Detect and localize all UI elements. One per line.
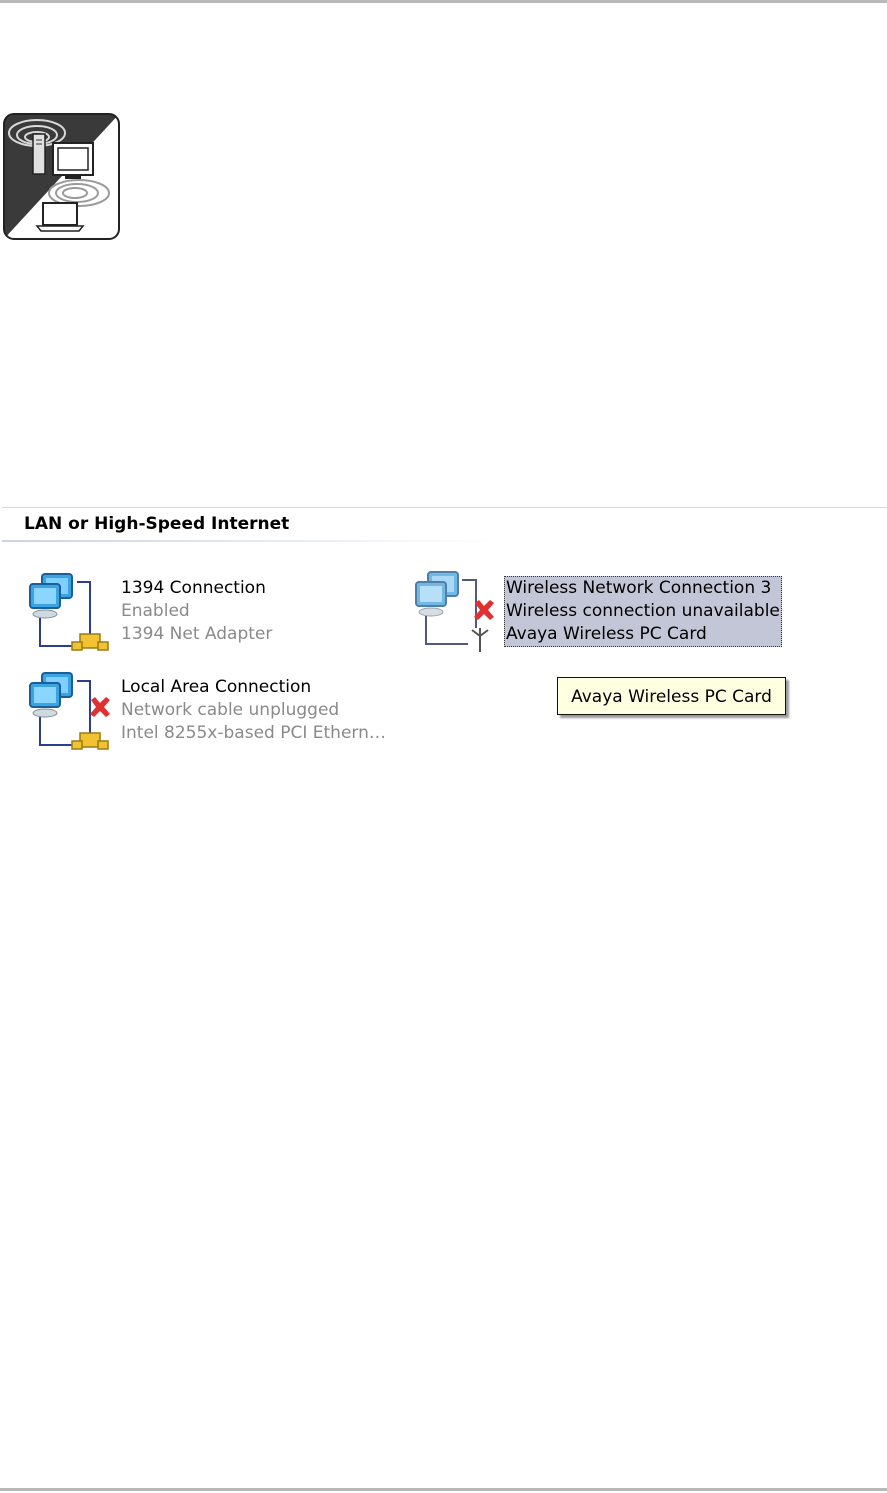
- connection-status: Wireless connection unavailable: [506, 600, 780, 623]
- connection-device: Intel 8255x-based PCI Ethern…: [121, 722, 386, 745]
- panel-border: [2, 507, 887, 508]
- wireless-network-badge-icon: [3, 113, 120, 240]
- connection-wireless[interactable]: Wireless Network Connection 3 Wireless c…: [412, 568, 782, 658]
- red-x-icon: [88, 695, 112, 719]
- connection-status: Enabled: [121, 600, 272, 623]
- connection-device: 1394 Net Adapter: [121, 623, 272, 646]
- selected-connection-label: Wireless Network Connection 3 Wireless c…: [504, 576, 782, 647]
- connection-1394[interactable]: 1394 Connection Enabled 1394 Net Adapter: [22, 568, 322, 658]
- connection-name: Local Area Connection: [121, 676, 386, 699]
- connection-status: Network cable unplugged: [121, 699, 386, 722]
- group-header: LAN or High-Speed Internet: [24, 514, 289, 534]
- lan-computers-icon: [22, 568, 112, 658]
- connection-name: Wireless Network Connection 3: [506, 577, 780, 600]
- tooltip: Avaya Wireless PC Card: [557, 677, 786, 715]
- bottom-rule: [0, 1488, 887, 1491]
- connection-device: Avaya Wireless PC Card: [506, 623, 780, 646]
- group-header-underline: [2, 540, 502, 542]
- red-x-icon: [472, 598, 496, 622]
- connection-local-area[interactable]: Local Area Connection Network cable unpl…: [22, 667, 402, 757]
- connection-name: 1394 Connection: [121, 577, 272, 600]
- top-rule: [0, 0, 887, 3]
